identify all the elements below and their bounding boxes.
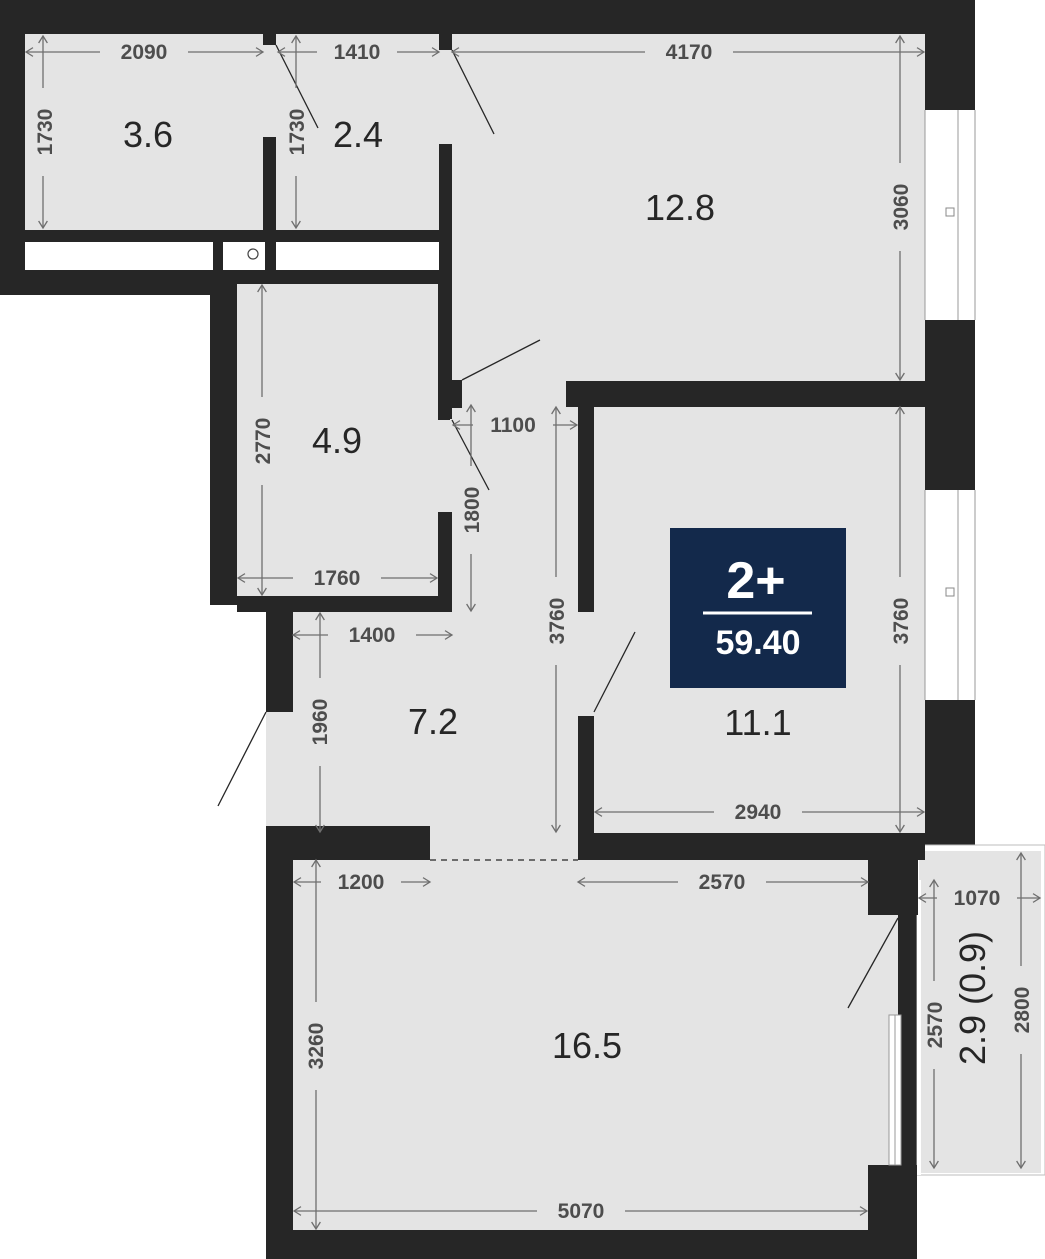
inner-walls (237, 34, 925, 1230)
dimension-arrowhead (422, 877, 432, 887)
dimension-arrowhead (315, 824, 325, 834)
dimension-arrowhead (292, 1206, 302, 1216)
dimension-arrowhead (24, 47, 34, 57)
dimension-arrowhead (450, 47, 460, 57)
dimension-arrowhead (38, 220, 48, 230)
dimension-arrowhead (466, 403, 476, 413)
dim-1400: 1400 (349, 624, 396, 647)
dimension-arrowhead (311, 1221, 321, 1231)
dim-1800: 1800 (461, 487, 484, 534)
dimension-arrowhead (593, 807, 603, 817)
dimension-lines (24, 34, 1042, 1231)
dimension-arrowhead (860, 877, 870, 887)
dim-2800: 2800 (1011, 987, 1034, 1034)
dimension-arrowhead (451, 420, 461, 430)
dimension-arrowhead (895, 405, 905, 415)
dimension-arrowhead (311, 858, 321, 868)
dimension-arrowhead (895, 34, 905, 44)
dim-1100: 1100 (490, 414, 536, 437)
dimension-arrowhead (1032, 893, 1042, 903)
area-room-top-mid: 2.4 (333, 114, 383, 155)
dimension-labels: 2090 1410 4170 1730 1730 3060 2770 1760 … (34, 41, 1034, 1223)
dim-3060: 3060 (890, 184, 913, 231)
dimension-arrowhead (38, 34, 48, 44)
dim-3760-right: 3760 (890, 598, 913, 645)
dim-1070: 1070 (954, 887, 1001, 910)
dimension-arrowhead (929, 878, 939, 888)
dim-1730-mid: 1730 (286, 109, 309, 156)
dim-2940: 2940 (735, 801, 782, 824)
dimension-arrowhead (569, 420, 579, 430)
dimension-arrowhead (444, 630, 454, 640)
area-room-bottom: 16.5 (552, 1025, 622, 1066)
dim-2770: 2770 (252, 418, 275, 465)
dim-2570-vertical: 2570 (924, 1002, 947, 1049)
openings (25, 45, 594, 860)
badge-rooms: 2+ (726, 552, 785, 610)
dim-1200: 1200 (338, 871, 385, 894)
dimension-arrowhead (292, 877, 302, 887)
dim-1730-left: 1730 (34, 109, 57, 156)
dimension-arrowhead (895, 824, 905, 834)
dimension-arrowhead (236, 573, 246, 583)
dim-3260: 3260 (305, 1023, 328, 1070)
dim-2090: 2090 (121, 41, 168, 64)
dimension-arrowhead (895, 372, 905, 382)
dimension-arrowhead (917, 893, 927, 903)
dimension-arrowhead (916, 47, 926, 57)
dimension-arrowhead (551, 824, 561, 834)
area-corridor: 7.2 (408, 701, 458, 742)
room-floors (25, 34, 925, 1230)
dimension-arrowhead (291, 34, 301, 44)
dimension-arrowhead (466, 603, 476, 613)
dim-5070: 5070 (558, 1200, 605, 1223)
dimension-arrowhead (291, 220, 301, 230)
dimension-arrowhead (929, 1160, 939, 1170)
dimension-arrowhead (859, 1206, 869, 1216)
dim-4170: 4170 (666, 41, 713, 64)
dimension-arrowhead (576, 877, 586, 887)
dimension-arrowhead (1016, 851, 1026, 861)
dimension-arrowhead (291, 630, 301, 640)
dimension-arrowhead (257, 283, 267, 293)
area-balcony: 2.9 (0.9) (952, 931, 993, 1065)
dimension-arrowhead (1016, 1160, 1026, 1170)
dim-3760-left: 3760 (546, 598, 569, 645)
dimension-arrowhead (257, 587, 267, 597)
dimension-arrowhead (431, 47, 441, 57)
dimension-arrowhead (916, 807, 926, 817)
area-room-top-right: 12.8 (645, 187, 715, 228)
windows (888, 110, 976, 1166)
dim-1410: 1410 (334, 41, 381, 64)
badge-total-area: 59.40 (715, 624, 800, 662)
room-area-labels: 3.6 2.4 12.8 4.9 11.1 7.2 16.5 2.9 (0.9) (123, 114, 993, 1066)
area-room-mid-left: 4.9 (312, 420, 362, 461)
dimension-arrowhead (276, 47, 286, 57)
area-room-top-left: 3.6 (123, 114, 173, 155)
doors (217, 44, 899, 1009)
dimension-arrowhead (255, 47, 265, 57)
dim-1760: 1760 (314, 567, 361, 590)
apartment-badge: 2+ 59.40 (670, 528, 846, 688)
dim-1960: 1960 (309, 699, 332, 746)
dimension-arrowhead (551, 405, 561, 415)
dim-2570-horizontal: 2570 (699, 871, 746, 894)
dimension-arrowhead (429, 573, 439, 583)
balcony (916, 844, 1045, 1176)
dimension-arrowhead (315, 611, 325, 621)
area-room-mid-right: 11.1 (724, 702, 791, 743)
